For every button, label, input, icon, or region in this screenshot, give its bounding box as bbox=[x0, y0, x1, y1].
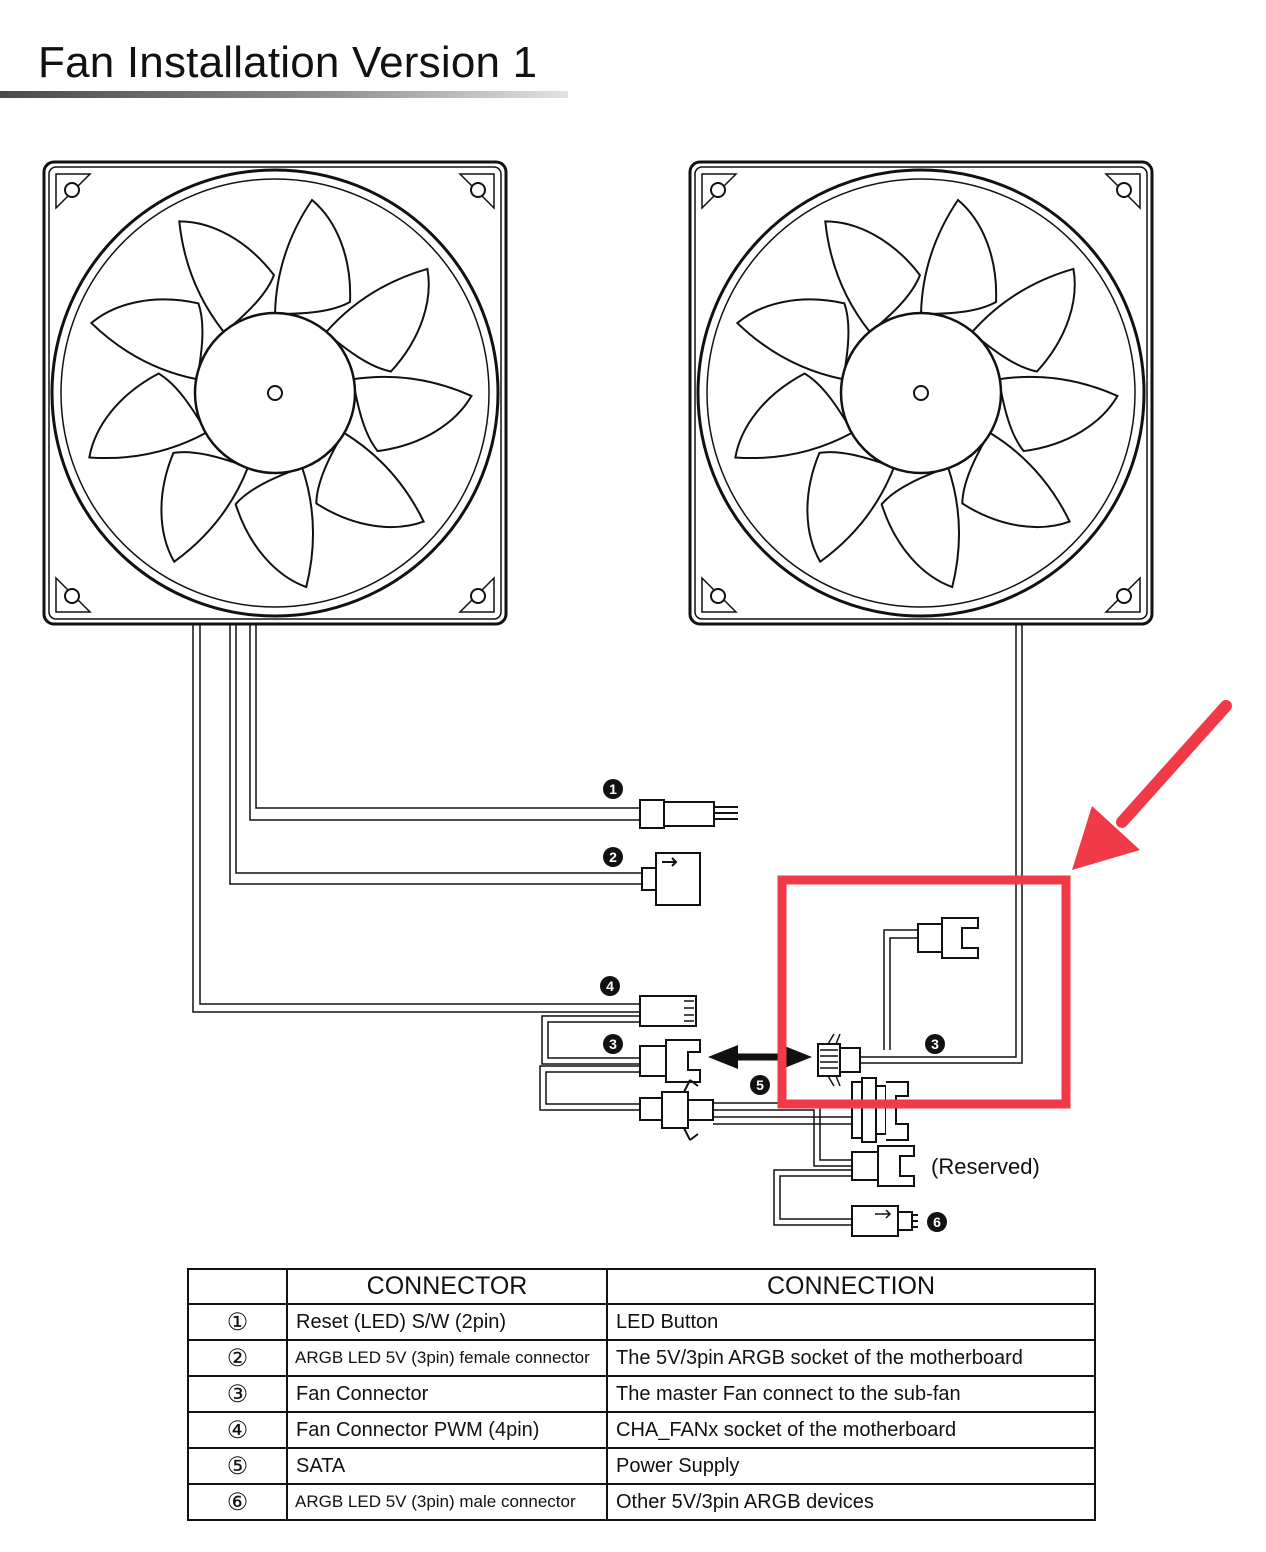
connector-table: CONNECTOR CONNECTION ① Reset (LED) S/W (… bbox=[187, 1268, 1096, 1521]
badge-2: 2 bbox=[603, 847, 623, 867]
sub-fan bbox=[690, 162, 1152, 624]
title-rule bbox=[0, 91, 568, 98]
row-number: ① bbox=[187, 1303, 288, 1341]
row-connector: ARGB LED 5V (3pin) female connector bbox=[286, 1339, 608, 1377]
sata-power-connector bbox=[851, 1077, 909, 1143]
svg-text:2: 2 bbox=[609, 849, 617, 865]
badge-4: 4 bbox=[600, 976, 620, 996]
table-row: ④ Fan Connector PWM (4pin) CHA_FANx sock… bbox=[187, 1411, 1096, 1449]
row-connector: ARGB LED 5V (3pin) male connector bbox=[286, 1483, 608, 1521]
row-connector: SATA bbox=[286, 1447, 608, 1485]
row-connection: The master Fan connect to the sub-fan bbox=[606, 1375, 1096, 1413]
argb-female-connector bbox=[641, 852, 701, 906]
svg-text:5: 5 bbox=[756, 1077, 764, 1093]
svg-text:1: 1 bbox=[609, 781, 617, 797]
row-number: ② bbox=[187, 1339, 288, 1377]
highlight-box bbox=[777, 875, 1071, 1109]
master-fan-connector bbox=[639, 1039, 701, 1083]
row-connector: Fan Connector bbox=[286, 1375, 608, 1413]
badge-6: 6 bbox=[927, 1212, 947, 1232]
header-connector: CONNECTOR bbox=[286, 1268, 608, 1305]
row-connection: The 5V/3pin ARGB socket of the motherboa… bbox=[606, 1339, 1096, 1377]
argb-male-connector bbox=[851, 1205, 918, 1237]
connect-arrow bbox=[708, 1045, 812, 1069]
row-connection: Other 5V/3pin ARGB devices bbox=[606, 1483, 1096, 1521]
page-title: Fan Installation Version 1 bbox=[38, 38, 538, 87]
svg-text:3: 3 bbox=[609, 1036, 617, 1052]
sub-fan-connector bbox=[817, 1033, 861, 1087]
reserved-connector bbox=[851, 1145, 915, 1187]
row-number: ③ bbox=[187, 1375, 288, 1413]
badge-3-sub: 3 bbox=[925, 1034, 945, 1054]
pwm-4pin-connector bbox=[639, 995, 697, 1027]
row-connection: CHA_FANx socket of the motherboard bbox=[606, 1411, 1096, 1449]
sub-fan-branch-connector bbox=[917, 917, 979, 959]
badge-3-master: 3 bbox=[603, 1034, 623, 1054]
sata-connector bbox=[639, 1079, 714, 1141]
table-row: ⑥ ARGB LED 5V (3pin) male connector Othe… bbox=[187, 1483, 1096, 1521]
row-connector: Reset (LED) S/W (2pin) bbox=[286, 1303, 608, 1341]
badge-5: 5 bbox=[750, 1075, 770, 1095]
table-row: ① Reset (LED) S/W (2pin) LED Button bbox=[187, 1303, 1096, 1341]
master-fan-cables bbox=[192, 624, 852, 1226]
sub-fan-cable bbox=[860, 624, 1023, 1064]
row-connection: LED Button bbox=[606, 1303, 1096, 1341]
row-number: ⑤ bbox=[187, 1447, 288, 1485]
reserved-label: (Reserved) bbox=[931, 1154, 1040, 1179]
reset-2pin-connector bbox=[639, 799, 738, 829]
highlight-arrow bbox=[1072, 700, 1232, 870]
master-fan bbox=[44, 162, 506, 624]
header-connection: CONNECTION bbox=[606, 1268, 1096, 1305]
row-connection: Power Supply bbox=[606, 1447, 1096, 1485]
fan-wiring-diagram: (Reserved) 1 2 4 bbox=[0, 0, 1232, 1237]
row-number: ④ bbox=[187, 1411, 288, 1449]
table-header-row: CONNECTOR CONNECTION bbox=[187, 1268, 1096, 1305]
table-row: ⑤ SATA Power Supply bbox=[187, 1447, 1096, 1485]
row-connector: Fan Connector PWM (4pin) bbox=[286, 1411, 608, 1449]
svg-text:3: 3 bbox=[931, 1036, 939, 1052]
svg-text:4: 4 bbox=[606, 978, 614, 994]
table-row: ③ Fan Connector The master Fan connect t… bbox=[187, 1375, 1096, 1413]
svg-text:6: 6 bbox=[933, 1214, 941, 1230]
badge-1: 1 bbox=[603, 779, 623, 799]
row-number: ⑥ bbox=[187, 1483, 288, 1521]
header-number bbox=[187, 1268, 288, 1305]
table-row: ② ARGB LED 5V (3pin) female connector Th… bbox=[187, 1339, 1096, 1377]
